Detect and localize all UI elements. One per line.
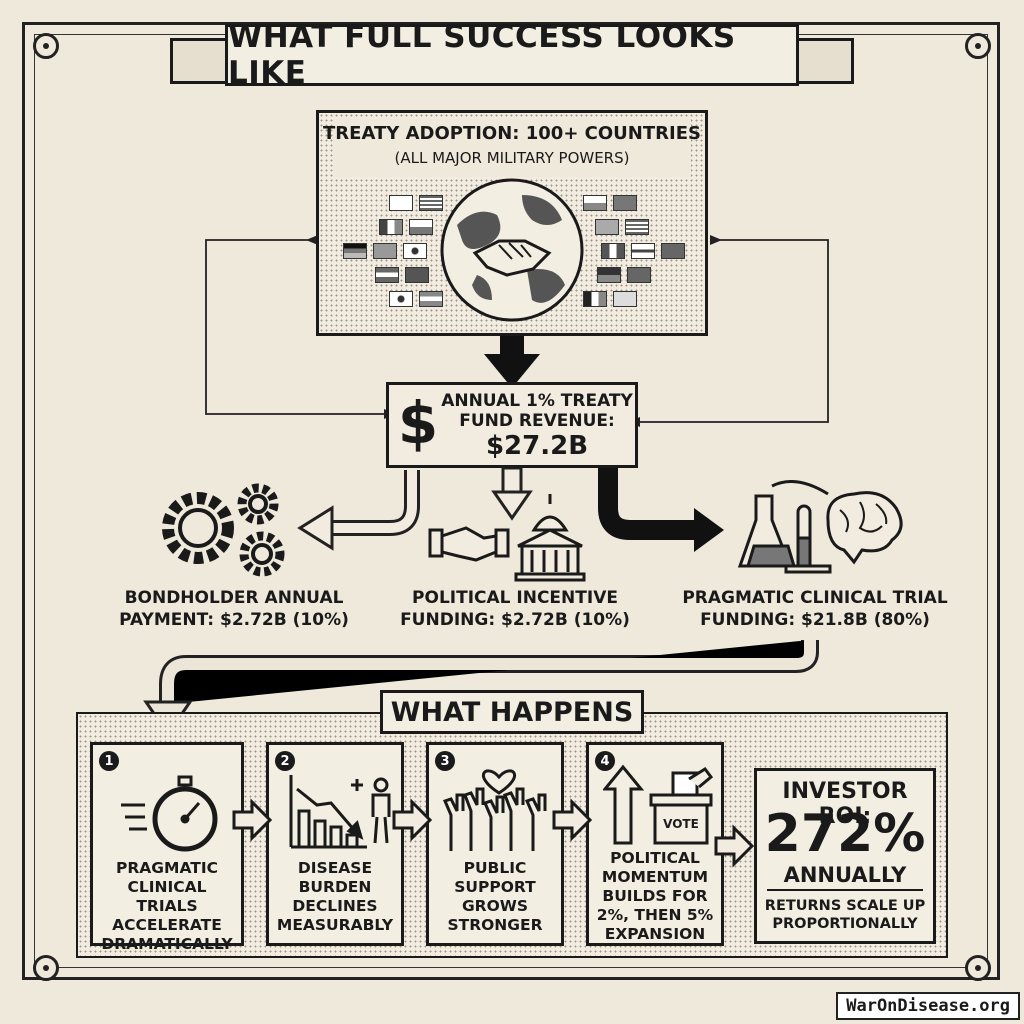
political-incentive-label-line2: FUNDING: $2.72B (10%) <box>400 610 630 630</box>
step-card-3: 3 PUBLIC SUPPORT GROWS STRONGER <box>426 742 564 946</box>
step-card-4: 4 VOTE POLITICAL MOMENTUM BUILDS FOR 2%,… <box>586 742 724 946</box>
roi-value: 272% <box>764 804 926 864</box>
corner-ornament-icon <box>965 33 991 59</box>
flag-icon <box>583 195 607 211</box>
step-1-text: PRAGMATIC CLINICAL TRIALS ACCELERATE DRA… <box>101 859 233 953</box>
roi-divider <box>767 889 923 891</box>
flag-icon <box>343 243 367 259</box>
handshake-capitol-icon <box>428 494 586 582</box>
flag-icon <box>379 219 403 235</box>
flag-icon <box>627 267 651 283</box>
vote-label: VOTE <box>663 817 699 831</box>
step-card-2: 2 DISEASE BURDEN DECLINES MEASURABLY <box>266 742 404 946</box>
bondholder-label: BONDHOLDER ANNUAL PAYMENT: $2.72B (10%) <box>100 587 368 631</box>
atom-icon <box>965 955 991 981</box>
fund-label-line1: ANNUAL 1% TREATY <box>441 391 633 411</box>
clinical-trial-label: PRAGMATIC CLINICAL TRIAL FUNDING: $21.8B… <box>676 587 954 631</box>
title-banner: WHAT FULL SUCCESS LOOKS LIKE <box>225 19 799 91</box>
roi-note: RETURNS SCALE UP PROPORTIONALLY <box>764 898 926 932</box>
flag-icon <box>631 243 655 259</box>
clinical-trial-label-line1: PRAGMATIC CLINICAL TRIAL <box>682 588 948 608</box>
corner-ornament-icon <box>33 955 59 981</box>
step-number-badge: 1 <box>99 751 119 771</box>
treaty-panel: TREATY ADOPTION: 100+ COUNTRIES (ALL MAJ… <box>316 110 708 336</box>
what-happens-heading: WHAT HAPPENS <box>390 696 634 728</box>
flag-icon <box>661 243 685 259</box>
flag-icon <box>613 195 637 211</box>
flag-icon <box>601 243 625 259</box>
flag-icon <box>625 219 649 235</box>
treaty-subheading: (ALL MAJOR MILITARY POWERS) <box>394 149 630 167</box>
fund-amount: $27.2B <box>485 431 589 461</box>
bondholder-label-line1: BONDHOLDER ANNUAL <box>124 588 344 608</box>
corner-ornament-icon <box>33 33 59 59</box>
roi-period: ANNUALLY <box>783 863 907 887</box>
clinical-trial-label-line2: FUNDING: $21.8B (80%) <box>700 610 930 630</box>
flag-icon <box>419 291 443 307</box>
ballot-box-icon <box>603 764 714 845</box>
flag-icon <box>613 291 637 307</box>
step-2-text: DISEASE BURDEN DECLINES MEASURABLY <box>276 859 394 934</box>
fund-label-line2: FUND REVENUE: <box>459 411 615 431</box>
step-card-1: 1 PRAGMATIC CLINICAL TRIALS ACCELERATE D… <box>90 742 244 953</box>
page-title: WHAT FULL SUCCESS LOOKS LIKE <box>228 19 736 91</box>
political-incentive-label: POLITICAL INCENTIVE FUNDING: $2.72B (10%… <box>396 587 634 631</box>
site-watermark[interactable]: WarOnDisease.org <box>836 992 1020 1020</box>
roi-heading: INVESTOR ROI: <box>782 779 908 829</box>
banner-ribbon-right <box>794 38 854 84</box>
flag-icon <box>409 219 433 235</box>
declining-chart-icon <box>289 775 391 849</box>
step-number-badge: 3 <box>435 751 455 771</box>
treaty-heading: TREATY ADOPTION: 100+ COUNTRIES <box>323 123 701 144</box>
treaty-header-bg <box>333 119 691 177</box>
flag-icon <box>403 243 427 259</box>
flag-icon <box>583 291 607 307</box>
flag-icon <box>389 291 413 307</box>
step-4-text: POLITICAL MOMENTUM BUILDS FOR 2%, THEN 5… <box>596 849 714 943</box>
flag-icon <box>389 195 413 211</box>
what-happens-header: WHAT HAPPENS <box>380 690 644 734</box>
bondholder-label-line2: PAYMENT: $2.72B (10%) <box>119 610 349 630</box>
gears-icon <box>162 483 285 577</box>
stopwatch-icon <box>121 775 218 852</box>
flag-icon <box>595 219 619 235</box>
outer-frame <box>22 22 1000 980</box>
raised-hands-heart-icon <box>442 769 547 851</box>
fund-revenue-box: $ ANNUAL 1% TREATY FUND REVENUE: $27.2B <box>386 382 638 468</box>
step-number-badge: 4 <box>595 751 615 771</box>
dollar-sign-icon: $ <box>397 389 439 457</box>
flag-icon <box>375 267 399 283</box>
political-incentive-label-line1: POLITICAL INCENTIVE <box>412 588 618 608</box>
flag-icon <box>373 243 397 259</box>
step-number-badge: 2 <box>275 751 295 771</box>
step-3-text: PUBLIC SUPPORT GROWS STRONGER <box>447 859 543 934</box>
lab-brain-icon <box>737 480 903 574</box>
flag-icon <box>405 267 429 283</box>
investor-roi-card: INVESTOR ROI: 272% ANNUALLY RETURNS SCAL… <box>754 768 936 944</box>
globe-handshake-icon <box>440 178 584 322</box>
flag-icon <box>419 195 443 211</box>
flag-icon <box>597 267 621 283</box>
